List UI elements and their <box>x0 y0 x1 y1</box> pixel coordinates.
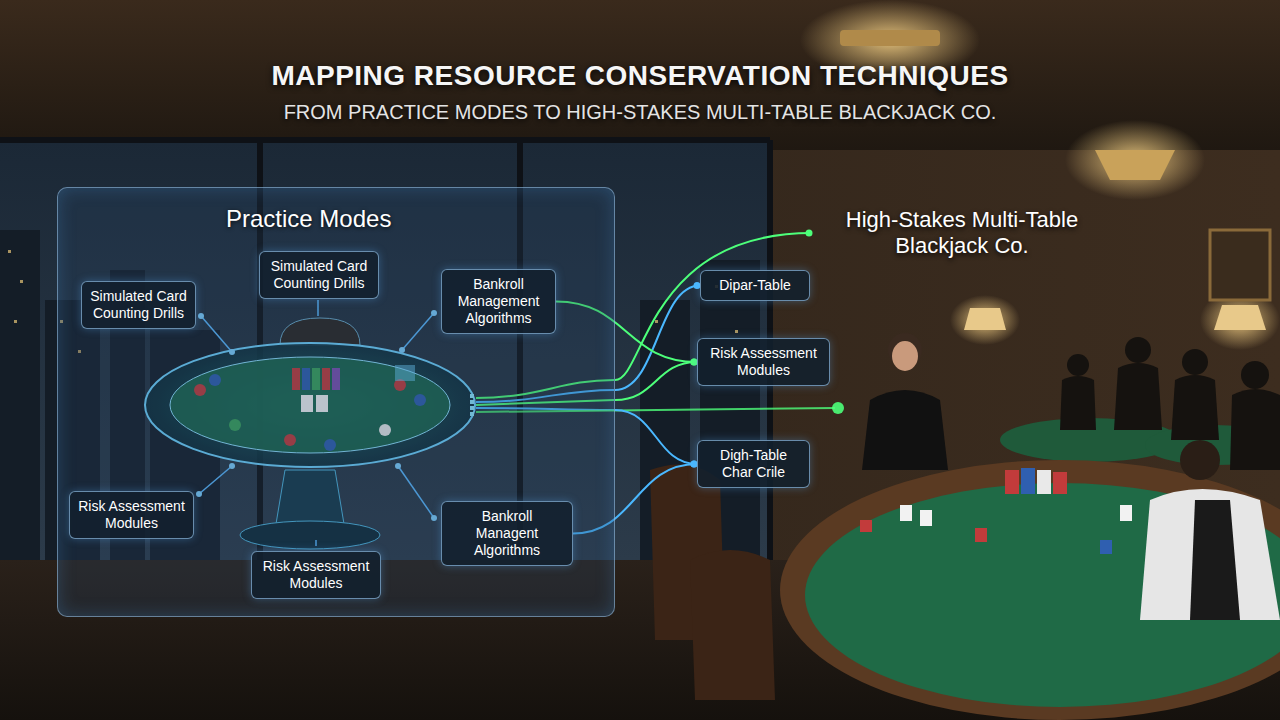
dealer-figure <box>862 333 948 470</box>
diagram-title: MAPPING RESOURCE CONSERVATION TECHNIQUES <box>0 60 1280 92</box>
callout-box: Digh-Table Char Crile <box>697 440 810 488</box>
ceiling <box>0 0 1280 150</box>
node-text: Bankroll Management Algorithms <box>450 276 547 327</box>
node-text: Simulated Card Counting Drills <box>90 288 187 322</box>
chandelier <box>840 30 940 46</box>
callout-box: Risk Assessment Modules <box>697 338 830 386</box>
node-text: Risk Assessment Modules <box>260 558 372 592</box>
wall-painting <box>1210 230 1270 300</box>
glow-dot <box>832 402 844 414</box>
playing-cards <box>900 505 1132 526</box>
callout-box: Simulated Card Counting Drills <box>81 281 196 329</box>
table-felt <box>805 483 1280 707</box>
player-figure <box>1140 440 1280 620</box>
callout-box: Risk Assessment Modules <box>251 551 381 599</box>
chip-stacks <box>860 468 1112 554</box>
connector-line <box>615 362 697 400</box>
lamp-glow <box>950 295 1020 345</box>
node-text: High-Stakes Multi-Table Blackjack Co. <box>816 207 1108 259</box>
lamp <box>1214 305 1266 330</box>
node-text: Dipar-Table <box>709 277 801 294</box>
callout-box: Simulated Card Counting Drills <box>259 251 379 299</box>
destination-heading: High-Stakes Multi-Table Blackjack Co. <box>812 205 1112 261</box>
chandelier <box>1095 150 1175 180</box>
node-text: Bankroll Managent Algorithms <box>450 508 564 559</box>
player-silhouettes <box>1060 337 1280 470</box>
subtitle: FROM PRACTICE MODES TO HIGH-STAKES MULTI… <box>0 101 1280 124</box>
node-text: Risk Assessment Modules <box>706 345 821 379</box>
callout-box: Bankroll Managent Algorithms <box>441 501 573 566</box>
callout-box: Dipar-Table <box>700 270 810 301</box>
chairs <box>650 464 775 700</box>
connector-line <box>615 410 697 464</box>
lamp <box>964 308 1006 330</box>
chandelier-glow <box>1065 120 1205 200</box>
practice-panel: Practice ModesSimulated Card Counting Dr… <box>57 187 615 617</box>
callout-box: Risk Assessment Modules <box>69 491 194 539</box>
connector-dot <box>806 230 813 237</box>
node-text: Simulated Card Counting Drills <box>268 258 370 292</box>
panel-heading: Practice Modes <box>226 205 391 233</box>
node-text: Risk Assessment Modules <box>78 498 185 532</box>
callout-box: Bankroll Management Algorithms <box>441 269 556 334</box>
table-rim <box>780 460 1280 720</box>
connector-line <box>615 286 700 391</box>
node-text: Digh-Table Char Crile <box>706 447 801 481</box>
